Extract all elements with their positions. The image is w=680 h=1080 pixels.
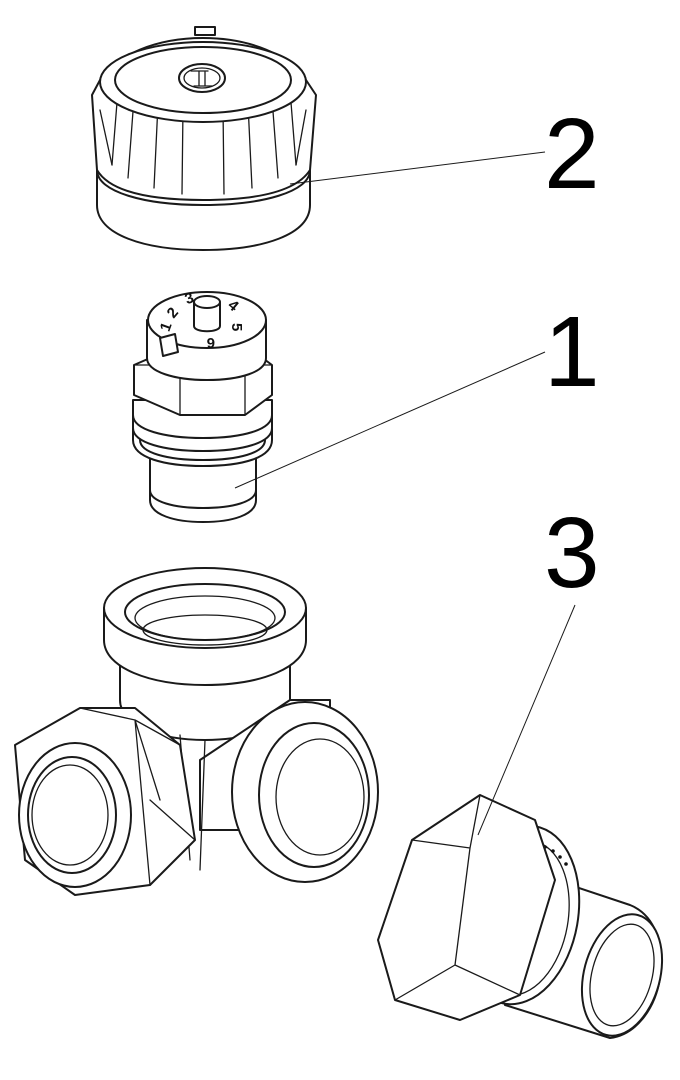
leader-line-1 <box>234 351 546 489</box>
leader-line-2 <box>289 151 546 185</box>
callout-2: 2 <box>544 98 600 210</box>
leader-line-3 <box>477 604 576 836</box>
leader-lines <box>234 151 576 836</box>
valve-insert: 1 2 3 4 5 6 <box>132 289 273 523</box>
dial-mark-5: 5 <box>228 323 245 331</box>
callout-1: 1 <box>544 296 600 408</box>
tailpiece-union: A <box>377 794 664 1039</box>
callout-3: 3 <box>544 497 600 609</box>
dial-mark-6: 6 <box>207 334 215 351</box>
protective-cap <box>91 26 317 251</box>
valve-body <box>14 567 379 896</box>
